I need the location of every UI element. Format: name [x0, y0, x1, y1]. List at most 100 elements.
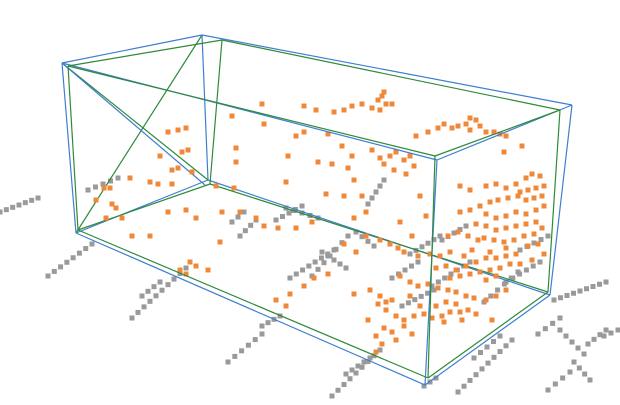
outside-point: [551, 297, 557, 303]
outside-point: [587, 377, 593, 383]
object-point: [417, 303, 423, 309]
object-point: [505, 195, 511, 201]
outside-point: [560, 375, 566, 381]
object-point: [473, 221, 479, 227]
outside-point: [484, 344, 490, 350]
outside-point: [542, 326, 548, 332]
object-point: [441, 121, 447, 127]
outside-point: [100, 181, 106, 187]
object-point: [109, 201, 115, 207]
outside-point: [418, 293, 424, 299]
object-point: [401, 317, 407, 323]
object-point: [175, 165, 181, 171]
object-point: [407, 293, 413, 299]
object-point: [369, 105, 375, 111]
outside-point: [429, 283, 435, 289]
object-point: [229, 113, 235, 119]
outside-point: [321, 260, 327, 266]
outside-point: [389, 275, 395, 281]
outside-point: [335, 387, 341, 393]
outside-point: [312, 259, 318, 265]
object-point: [433, 303, 439, 309]
object-point: [513, 209, 519, 215]
outside-point: [491, 354, 497, 360]
outside-point: [16, 202, 22, 208]
outside-point: [517, 271, 523, 277]
outside-point: [129, 315, 135, 321]
outside-point: [353, 229, 359, 235]
object-point: [383, 307, 389, 313]
object-point: [233, 145, 239, 151]
outside-point: [471, 355, 477, 361]
object-point: [427, 251, 433, 257]
object-point: [483, 183, 489, 189]
object-point: [373, 333, 379, 339]
object-point: [353, 249, 359, 255]
bounding-box-edge: [61, 62, 77, 234]
outside-point: [345, 233, 351, 239]
object-point: [535, 241, 541, 247]
object-point: [445, 233, 451, 239]
outside-point: [10, 204, 16, 210]
object-point: [493, 215, 499, 221]
outside-point: [35, 195, 41, 201]
outside-point: [569, 339, 575, 345]
object-point: [363, 233, 369, 239]
object-point: [219, 209, 225, 215]
outside-point: [349, 367, 355, 373]
bounding-box-edge: [61, 62, 438, 161]
object-point: [283, 303, 289, 309]
outside-point: [461, 383, 467, 389]
object-point: [309, 219, 315, 225]
object-point: [493, 181, 499, 187]
object-point: [377, 155, 383, 161]
outside-point: [365, 201, 371, 207]
object-point: [349, 153, 355, 159]
object-point: [409, 233, 415, 239]
outside-point: [581, 351, 587, 357]
outside-point: [523, 267, 529, 273]
outside-point: [448, 271, 454, 277]
object-point: [311, 275, 317, 281]
outside-point: [259, 323, 265, 329]
outside-point: [300, 267, 306, 273]
object-point: [445, 287, 451, 293]
outside-point: [531, 240, 537, 246]
object-point: [503, 225, 509, 231]
object-point: [493, 293, 499, 299]
outside-point: [359, 364, 365, 370]
outside-point: [615, 327, 620, 333]
outside-point: [51, 268, 57, 274]
object-point: [331, 109, 337, 115]
outside-point: [381, 177, 387, 183]
object-point: [213, 183, 219, 189]
object-point: [377, 107, 383, 113]
outside-point: [139, 293, 145, 299]
object-point: [533, 207, 539, 213]
object-point: [313, 107, 319, 113]
fitted-box-diagonal: [75, 34, 203, 234]
outside-point: [377, 347, 383, 353]
object-point: [407, 279, 413, 285]
object-point: [381, 89, 387, 95]
object-point: [233, 159, 239, 165]
object-point: [491, 237, 497, 243]
object-point: [417, 193, 423, 199]
object-point: [519, 143, 525, 149]
object-point: [409, 331, 415, 337]
fitted-box-diagonal: [61, 62, 209, 181]
object-point: [521, 233, 527, 239]
object-point: [165, 129, 171, 135]
object-point: [345, 165, 351, 171]
object-point: [369, 147, 375, 153]
fitted-box-edge: [427, 291, 549, 379]
object-point: [449, 125, 455, 131]
object-point: [217, 239, 223, 245]
outside-point: [89, 241, 95, 247]
object-point: [437, 253, 443, 259]
outside-point: [550, 320, 556, 326]
object-point: [477, 203, 483, 209]
fitted-box-edge: [67, 39, 223, 67]
outside-point: [425, 290, 431, 296]
